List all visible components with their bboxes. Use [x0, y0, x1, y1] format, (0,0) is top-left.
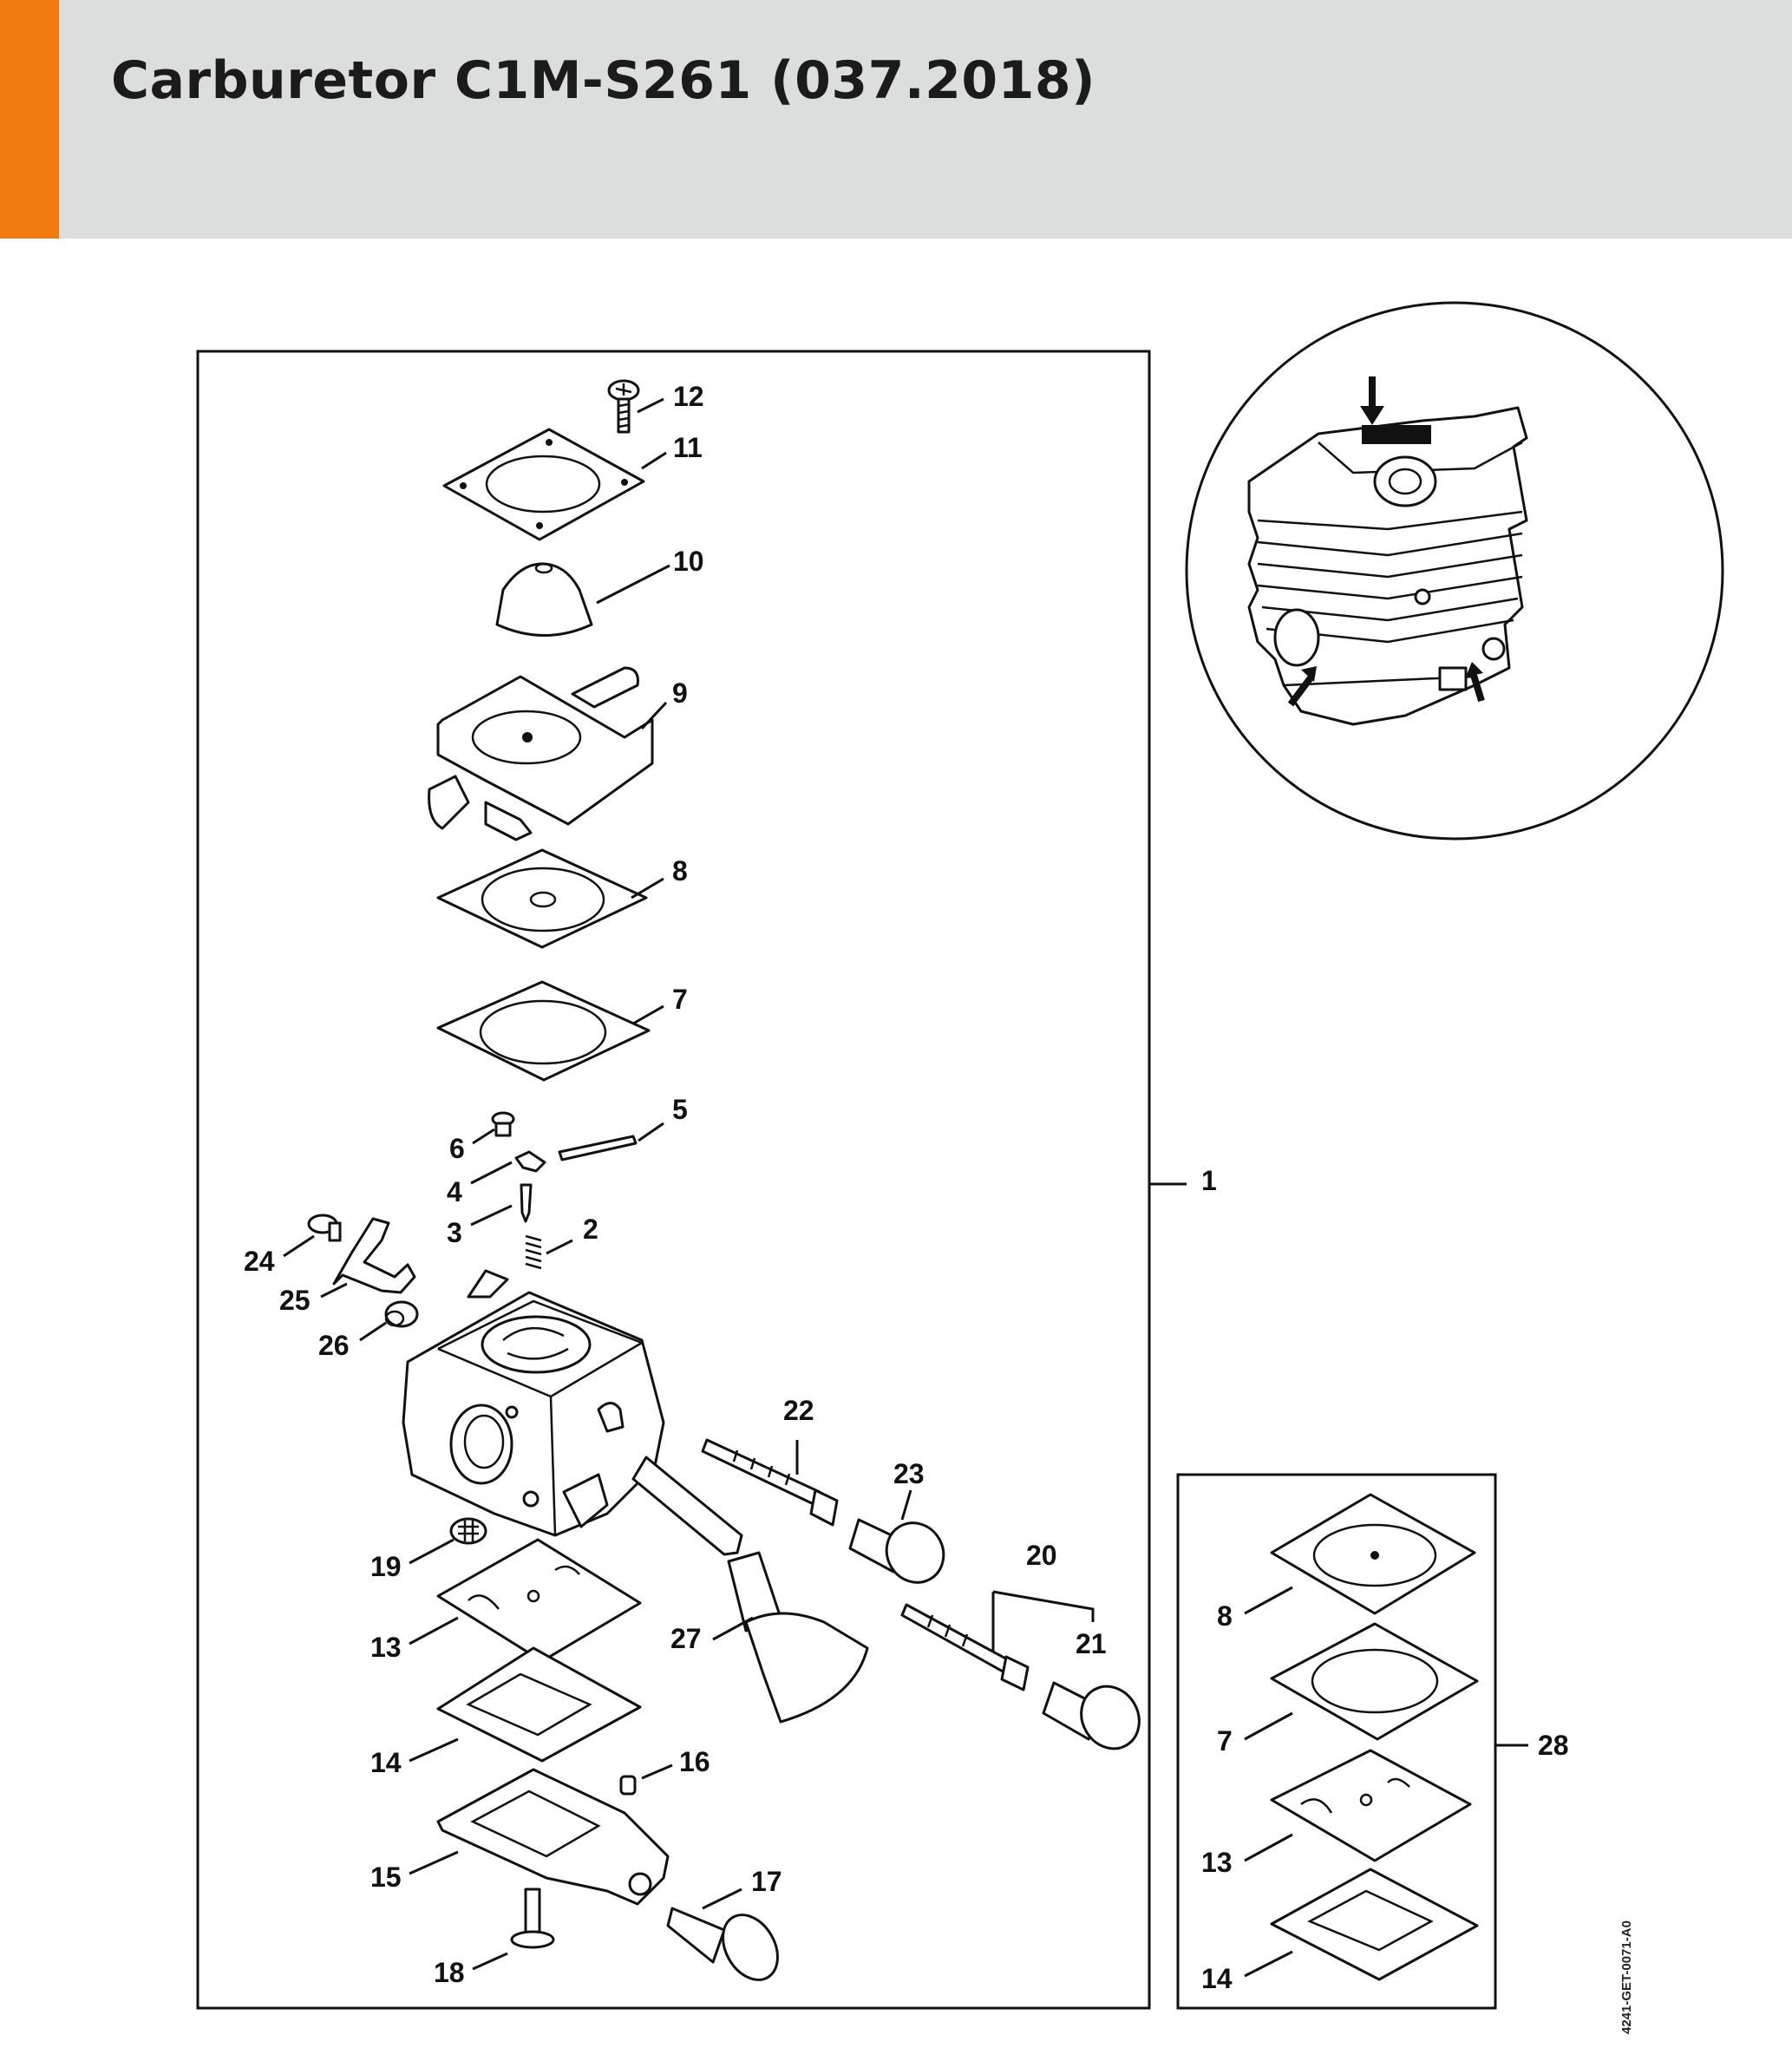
kit-callout-7: 7	[1217, 1725, 1233, 1757]
part-pin-5	[558, 1135, 638, 1161]
kit-callout-14: 14	[1201, 1963, 1233, 1994]
callout-23: 23	[893, 1458, 925, 1489]
part-screw-12	[607, 379, 640, 434]
part-pump-cover-9	[428, 666, 654, 841]
part-screw-18	[510, 1888, 555, 1949]
page-header: Carburetor C1M-S261 (037.2018)	[0, 0, 1792, 239]
part-end-cover-15	[436, 1768, 670, 1906]
callout-1: 1	[1201, 1165, 1217, 1196]
callout-10: 10	[673, 546, 704, 577]
part-needle-3	[520, 1183, 533, 1223]
part-gasket-7	[436, 980, 651, 1082]
part-cap-23	[848, 1518, 945, 1584]
part-sleeve-26	[384, 1300, 419, 1328]
part-screw-6	[491, 1111, 515, 1137]
kit-gasket-7	[1270, 1622, 1479, 1741]
cylinder-inset	[1185, 301, 1724, 841]
callout-25: 25	[279, 1285, 311, 1316]
kit-callout-13: 13	[1201, 1847, 1233, 1878]
callout-11: 11	[673, 432, 703, 463]
page-title: Carburetor C1M-S261 (037.2018)	[111, 50, 1096, 111]
repair-kit-frame	[1176, 1473, 1497, 2010]
callout-20: 20	[1026, 1540, 1057, 1571]
part-gasket-11	[442, 428, 645, 541]
callout-9: 9	[672, 677, 688, 709]
part-screw-24	[307, 1214, 342, 1242]
callout-2: 2	[583, 1214, 598, 1245]
callout-15: 15	[370, 1861, 402, 1893]
kit-callout-8: 8	[1217, 1600, 1233, 1632]
part-screw-17	[666, 1907, 779, 1981]
callout-26: 26	[318, 1330, 350, 1361]
main-assembly-frame	[196, 350, 1151, 2010]
callout-28: 28	[1538, 1730, 1569, 1761]
callout-16: 16	[679, 1746, 710, 1777]
part-lever-4	[514, 1150, 546, 1173]
callout-13: 13	[370, 1632, 402, 1663]
part-primer-bulb-10	[495, 562, 593, 637]
callout-12: 12	[673, 381, 704, 412]
callout-22: 22	[783, 1395, 814, 1426]
leader-lines	[283, 397, 1528, 1978]
part-adapter-27	[727, 1551, 869, 1724]
kit-gasket-13	[1270, 1749, 1472, 1862]
kit-diaphragm-8	[1270, 1493, 1476, 1615]
part-plug-16	[619, 1775, 637, 1796]
callout-7: 7	[672, 984, 688, 1015]
part-screen-19	[449, 1517, 487, 1545]
part-diaphragm-8	[436, 848, 648, 949]
callout-18: 18	[434, 1957, 465, 1988]
callout-24: 24	[244, 1246, 275, 1277]
callout-21: 21	[1076, 1628, 1107, 1659]
part-adjusting-screw-21	[900, 1603, 1030, 1691]
callout-19: 19	[370, 1551, 402, 1582]
part-adjusting-screw-22	[701, 1438, 839, 1527]
part-gasket-13	[436, 1538, 642, 1663]
callout-4: 4	[447, 1176, 462, 1207]
header-accent-bar	[0, 0, 59, 239]
part-spring-2	[525, 1234, 542, 1270]
part-lever-25	[332, 1217, 416, 1294]
callout-6: 6	[449, 1133, 465, 1164]
callout-14: 14	[370, 1747, 402, 1778]
callout-5: 5	[672, 1094, 688, 1125]
callout-3: 3	[447, 1217, 462, 1248]
callout-27: 27	[670, 1623, 702, 1654]
callout-8: 8	[672, 855, 688, 887]
kit-diaphragm-14	[1270, 1868, 1479, 1981]
part-diaphragm-14	[436, 1646, 642, 1763]
reference-code: 4241-GET-0071-A0	[1619, 1920, 1634, 2034]
part-cap-21	[1042, 1681, 1141, 1750]
callout-17: 17	[751, 1866, 782, 1897]
part-carburetor-body	[402, 1269, 743, 1556]
